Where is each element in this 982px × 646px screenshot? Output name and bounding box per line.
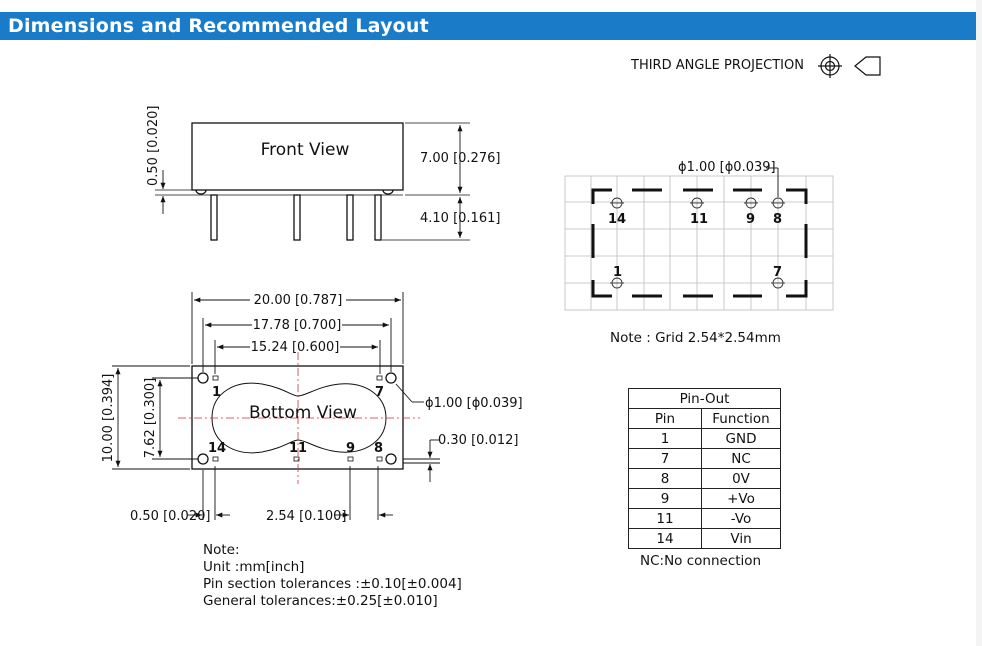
- function-cell: -Vo: [701, 508, 781, 529]
- layout-pin-1: 1: [613, 265, 622, 280]
- table-row: 9+Vo: [628, 488, 781, 509]
- bottom-pin-14: 14: [208, 441, 226, 456]
- bottom-view: [191, 365, 404, 470]
- front-pin-length-dim: 4.10 [0.161]: [420, 211, 500, 226]
- pin-span-dim-1: 17.78 [0.700]: [253, 318, 342, 333]
- page-edge: [976, 0, 982, 646]
- front-view: [155, 122, 470, 241]
- function-cell: +Vo: [701, 488, 781, 509]
- pin-cell: 8: [628, 468, 702, 489]
- notes-unit: Unit :mm[inch]: [203, 559, 305, 575]
- pin-span-dim-2: 15.24 [0.600]: [251, 340, 340, 355]
- function-cell: Vin: [701, 528, 781, 549]
- function-cell: GND: [701, 428, 781, 449]
- front-view-label: Front View: [261, 140, 350, 160]
- layout-grid: [564, 175, 834, 311]
- function-cell: NC: [701, 448, 781, 469]
- pinout-col-function: Function: [701, 408, 781, 429]
- bottom-pin-9: 9: [346, 441, 355, 456]
- projection-label: THIRD ANGLE PROJECTION: [631, 58, 804, 73]
- bottom-view-centerlines: [178, 352, 420, 484]
- pin-cell: 9: [628, 488, 702, 509]
- notes-general-tolerance: General tolerances:±0.25[±0.010]: [203, 593, 438, 609]
- third-angle-projection-icon: [818, 54, 881, 78]
- pitch-dim: 2.54 [0.100]: [266, 509, 346, 524]
- section-header: Dimensions and Recommended Layout: [0, 12, 976, 40]
- layout-pin-9: 9: [746, 212, 755, 227]
- function-cell: 0V: [701, 468, 781, 489]
- layout-outline: [591, 188, 808, 298]
- layout-hole-dim: ϕ1.00 [ϕ0.039]: [678, 160, 776, 175]
- bottom-pin-11: 11: [289, 441, 307, 456]
- notes-pin-tolerance: Pin section tolerances :±0.10[±0.004]: [203, 576, 462, 592]
- notes-block: Note: Unit :mm[inch] Pin section toleran…: [203, 542, 462, 610]
- table-row: 11-Vo: [628, 508, 781, 529]
- grid-note: Note : Grid 2.54*2.54mm: [610, 330, 781, 346]
- pinout-col-pin: Pin: [628, 408, 702, 429]
- bottom-view-label: Bottom View: [249, 403, 357, 423]
- pin-width-dim: 0.30 [0.012]: [438, 433, 518, 448]
- row-spacing-dim: 7.62 [0.300]: [143, 378, 158, 458]
- layout-pin-14: 14: [608, 212, 626, 227]
- pin-cell: 11: [628, 508, 702, 529]
- front-standoff-dim: 0.50 [0.020]: [146, 106, 161, 186]
- pinout-title: Pin-Out: [628, 388, 781, 409]
- total-height-dim: 10.00 [0.394]: [101, 374, 116, 463]
- layout-pin-8: 8: [773, 212, 782, 227]
- total-width-dim: 20.00 [0.787]: [254, 293, 343, 308]
- layout-holes: [610, 167, 785, 289]
- notes-title: Note:: [203, 542, 240, 558]
- front-height-dim: 7.00 [0.276]: [420, 151, 500, 166]
- pin-cell: 1: [628, 428, 702, 449]
- bottom-pin-7: 7: [375, 385, 384, 400]
- pinout-footnote: NC:No connection: [640, 553, 762, 569]
- bottom-pin-8: 8: [374, 441, 383, 456]
- layout-pin-7: 7: [773, 265, 782, 280]
- bottom-pin-1: 1: [212, 385, 221, 400]
- pin-cell: 7: [628, 448, 702, 469]
- bottom-hole-dim: ϕ1.00 [ϕ0.039]: [425, 396, 523, 411]
- edge-offset-dim: 0.50 [0.020]: [130, 509, 210, 524]
- pin-cell: 14: [628, 528, 702, 549]
- bottom-view-dimensions: [112, 292, 440, 520]
- layout-pin-11: 11: [690, 212, 708, 227]
